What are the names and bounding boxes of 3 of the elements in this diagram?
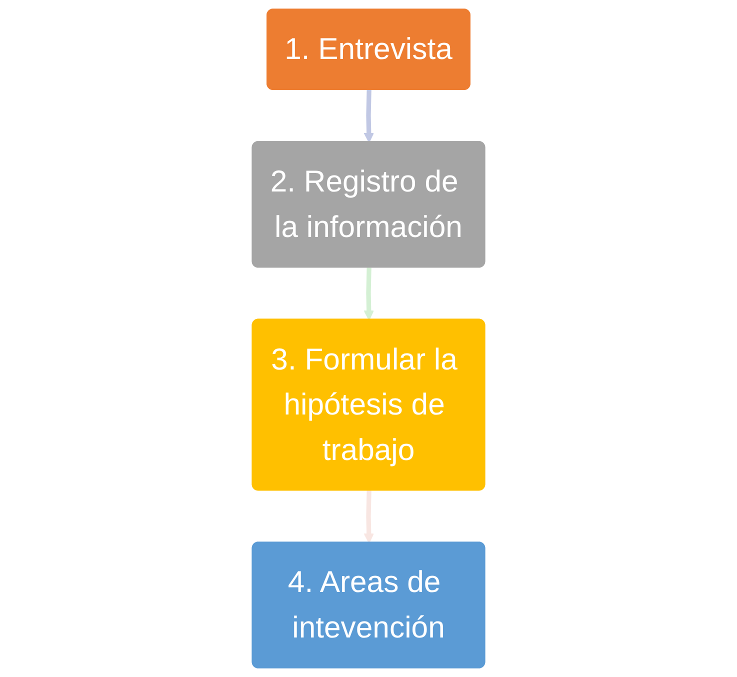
arrow xyxy=(364,268,374,320)
arrow xyxy=(364,490,374,544)
arrow xyxy=(364,90,374,143)
